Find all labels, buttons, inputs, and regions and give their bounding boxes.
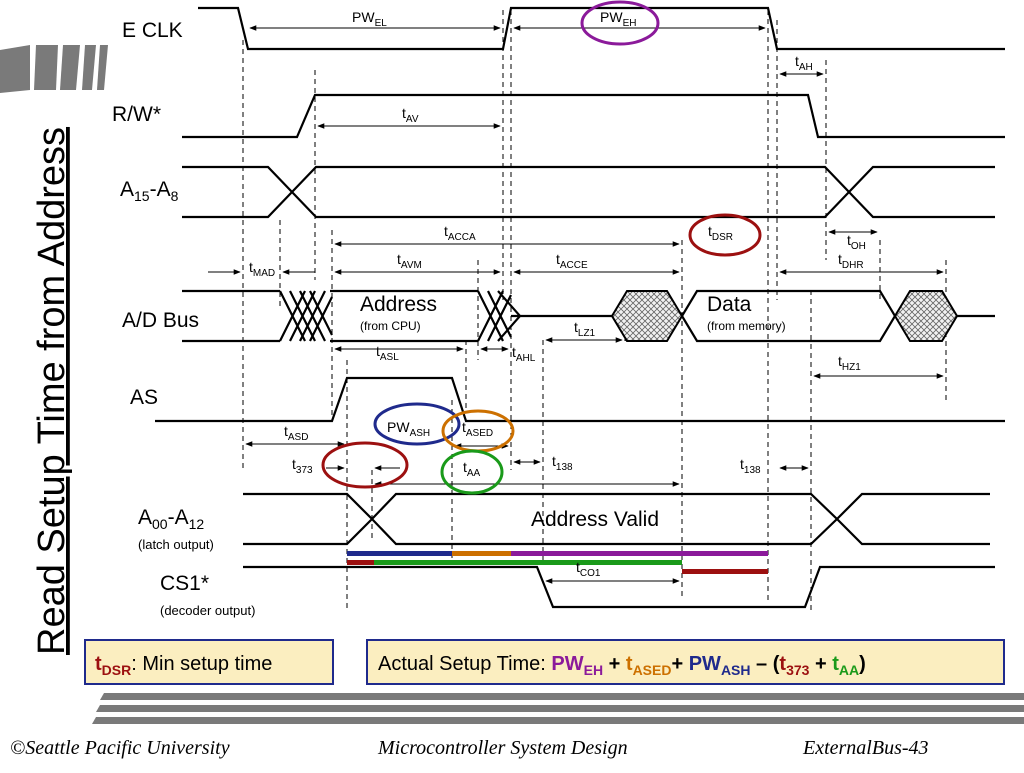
label-t-lz1: tLZ1 — [574, 319, 596, 339]
signal-note-decoder: (decoder output) — [160, 603, 255, 618]
label-pw-ash: PWASH — [387, 419, 430, 439]
signal-label-cs1: CS1* — [160, 572, 209, 595]
wave-rw — [182, 93, 1005, 139]
signal-label-a15-a8: A15-A8 — [120, 178, 179, 204]
side-title: Read Setup Time from Address — [31, 127, 73, 655]
bus-data-note: (from memory) — [707, 319, 786, 333]
footer-stripes — [92, 693, 1024, 724]
bar-pw-eh — [511, 551, 768, 556]
highlight-t-aa — [440, 449, 504, 495]
decorative-bars — [0, 45, 108, 93]
label-t-138-b: t138 — [740, 456, 761, 476]
label-t-oh: tOH — [847, 232, 866, 252]
label-t-acca: tACCA — [444, 223, 476, 243]
signal-note-latch: (latch output) — [138, 537, 214, 552]
bar-t-aa — [374, 560, 682, 565]
label-t-hz1: tHZ1 — [838, 353, 861, 373]
bar-t-ased — [452, 551, 511, 556]
wave-a15-a8 — [182, 165, 995, 219]
wave-as — [155, 376, 1005, 423]
actual-setup-box — [366, 639, 1005, 685]
address-valid-text: Address Valid — [531, 508, 659, 531]
actual-setup-text: Actual Setup Time: PWEH + tASED+ PWASH –… — [378, 653, 866, 678]
timing-arrows — [208, 25, 944, 584]
signal-label-rw: R/W* — [112, 103, 161, 126]
bar-pw-ash — [347, 551, 452, 556]
highlight-t-dsr — [688, 213, 762, 257]
footer-center: Microcontroller System Design — [377, 737, 628, 759]
bus-address-note: (from CPU) — [360, 319, 421, 333]
label-t-373: t373 — [292, 456, 313, 476]
label-t-aa: tAA — [463, 459, 481, 479]
signal-label-ad-bus: A/D Bus — [122, 309, 199, 332]
wave-eclk — [198, 6, 1005, 51]
wave-ad-bus — [182, 289, 995, 343]
highlight-pw-eh — [580, 0, 660, 46]
highlight-pw-ash — [373, 402, 461, 446]
bar-t-373 — [347, 560, 374, 565]
label-t-ahl: tAHL — [512, 344, 536, 364]
label-t-dhr: tDHR — [838, 251, 864, 271]
wave-a00-a12 — [243, 492, 990, 546]
min-setup-box — [84, 639, 334, 685]
label-t-acce: tACCE — [556, 251, 588, 271]
label-t-asl: tASL — [376, 343, 399, 363]
label-t-ased: tASED — [462, 419, 493, 439]
bus-address-text: Address — [360, 293, 437, 316]
label-t-asd: tASD — [284, 423, 308, 443]
label-t-co1: tCO1 — [576, 559, 601, 579]
bar-t-dsr — [682, 569, 768, 574]
signal-label-a00-a12: A00-A12 — [138, 506, 204, 532]
timing-labels: PWEL PWEH tAH tAV tACCA tDSR tOH tMAD tA… — [249, 9, 866, 579]
label-t-av: tAV — [402, 105, 419, 125]
signal-label-eclk: E CLK — [122, 19, 183, 42]
signal-label-as: AS — [130, 386, 158, 409]
label-t-dsr: tDSR — [708, 223, 733, 243]
label-t-ah: tAH — [795, 53, 813, 73]
label-t-138-a: t138 — [552, 453, 573, 473]
label-t-avm: tAVM — [397, 251, 422, 271]
setup-time-bars — [347, 551, 768, 574]
label-t-mad: tMAD — [249, 259, 275, 279]
footer-left: ©Seattle Pacific University — [10, 737, 230, 759]
wave-cs1 — [243, 565, 995, 609]
label-pw-eh: PWEH — [600, 9, 636, 29]
footer-right: ExternalBus-43 — [802, 737, 929, 759]
highlight-t-373 — [321, 441, 409, 489]
label-pw-el: PWEL — [352, 9, 387, 29]
bus-data-text: Data — [707, 293, 752, 316]
min-setup-text: tDSR: Min setup time — [95, 653, 272, 678]
